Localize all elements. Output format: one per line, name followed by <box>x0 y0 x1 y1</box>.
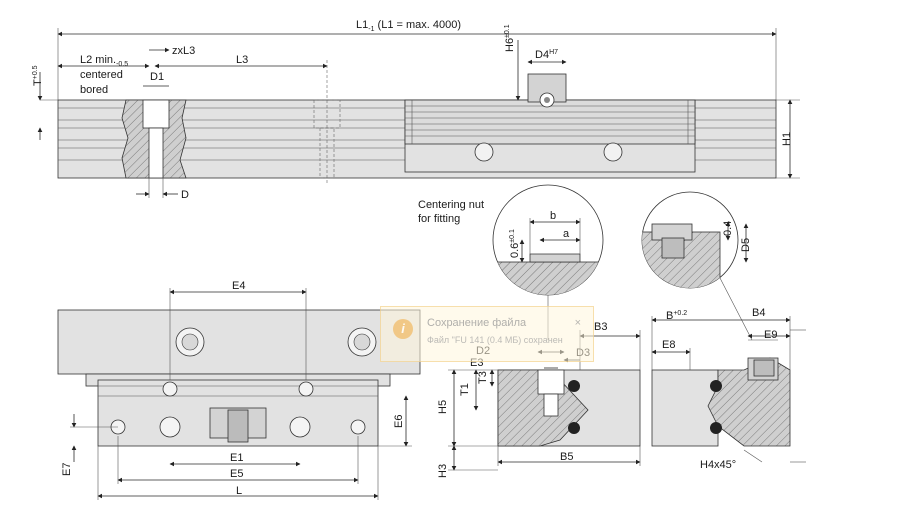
t1-label: T1 <box>459 383 471 396</box>
close-icon[interactable]: × <box>574 317 581 329</box>
end-seal-detail <box>641 191 753 341</box>
e1-label: E1 <box>230 452 243 464</box>
l-label: L <box>236 485 242 497</box>
dim-06-label: 0.6±0.1 <box>509 229 521 258</box>
b4-label: B4 <box>752 307 765 319</box>
carriage-side-view <box>404 73 696 173</box>
rail-cross-section <box>497 369 641 447</box>
bored-label: bored <box>80 84 108 96</box>
file-saved-notification[interactable]: i Сохранение файла Файл "FU 141 (0.4 МБ)… <box>380 306 594 362</box>
carriage-top-view <box>57 309 421 447</box>
e5-label: E5 <box>230 468 243 480</box>
zxl3-label: zxL3 <box>172 45 195 57</box>
e7-label: E7 <box>61 463 73 476</box>
e9-label: E9 <box>764 329 777 341</box>
b-small-label: b <box>550 210 556 222</box>
d4-label: D4H7 <box>535 49 558 61</box>
centering-nut-label-2: for fitting <box>418 213 460 225</box>
d1-label: D1 <box>150 71 164 83</box>
b-tol-label: B+0.2 <box>666 310 687 322</box>
h4-label: H4x45° <box>700 459 736 471</box>
carriage-section-dimensions <box>651 316 806 463</box>
h5-label: H5 <box>437 400 449 414</box>
notification-title: Сохранение файла <box>427 317 527 329</box>
carriage-cross-section <box>651 357 791 447</box>
info-icon: i <box>393 319 413 339</box>
l1-label: L1-1 (L1 = max. 4000) <box>356 19 461 33</box>
b5-label: B5 <box>560 451 573 463</box>
h6-label: H6±0.1 <box>504 24 516 52</box>
e4-label: E4 <box>232 280 245 292</box>
dim-04-label: 0.4 <box>722 221 734 236</box>
t3-label: T3 <box>477 371 489 384</box>
d-label: D <box>181 189 189 201</box>
l3-label: L3 <box>236 54 248 66</box>
l2-label: L2 min.-0.5 <box>80 54 128 68</box>
notification-body: Файл "FU 141 (0.4 МБ) сохранен <box>427 335 563 345</box>
top-dimensions <box>37 28 800 198</box>
t-label: T+0.5 <box>32 65 44 86</box>
centered-label: centered <box>80 69 123 81</box>
e6-label: E6 <box>393 415 405 428</box>
d5-label: D5 <box>740 238 752 252</box>
e8-label: E8 <box>662 339 675 351</box>
centering-nut-label-1: Centering nut <box>418 199 484 211</box>
a-small-label: a <box>563 228 570 240</box>
h1-label: H1 <box>781 132 793 146</box>
h3-label: H3 <box>437 464 449 478</box>
b3-label: B3 <box>594 321 607 333</box>
centering-nut-detail <box>492 184 604 340</box>
carriage-dimensions <box>70 288 412 500</box>
